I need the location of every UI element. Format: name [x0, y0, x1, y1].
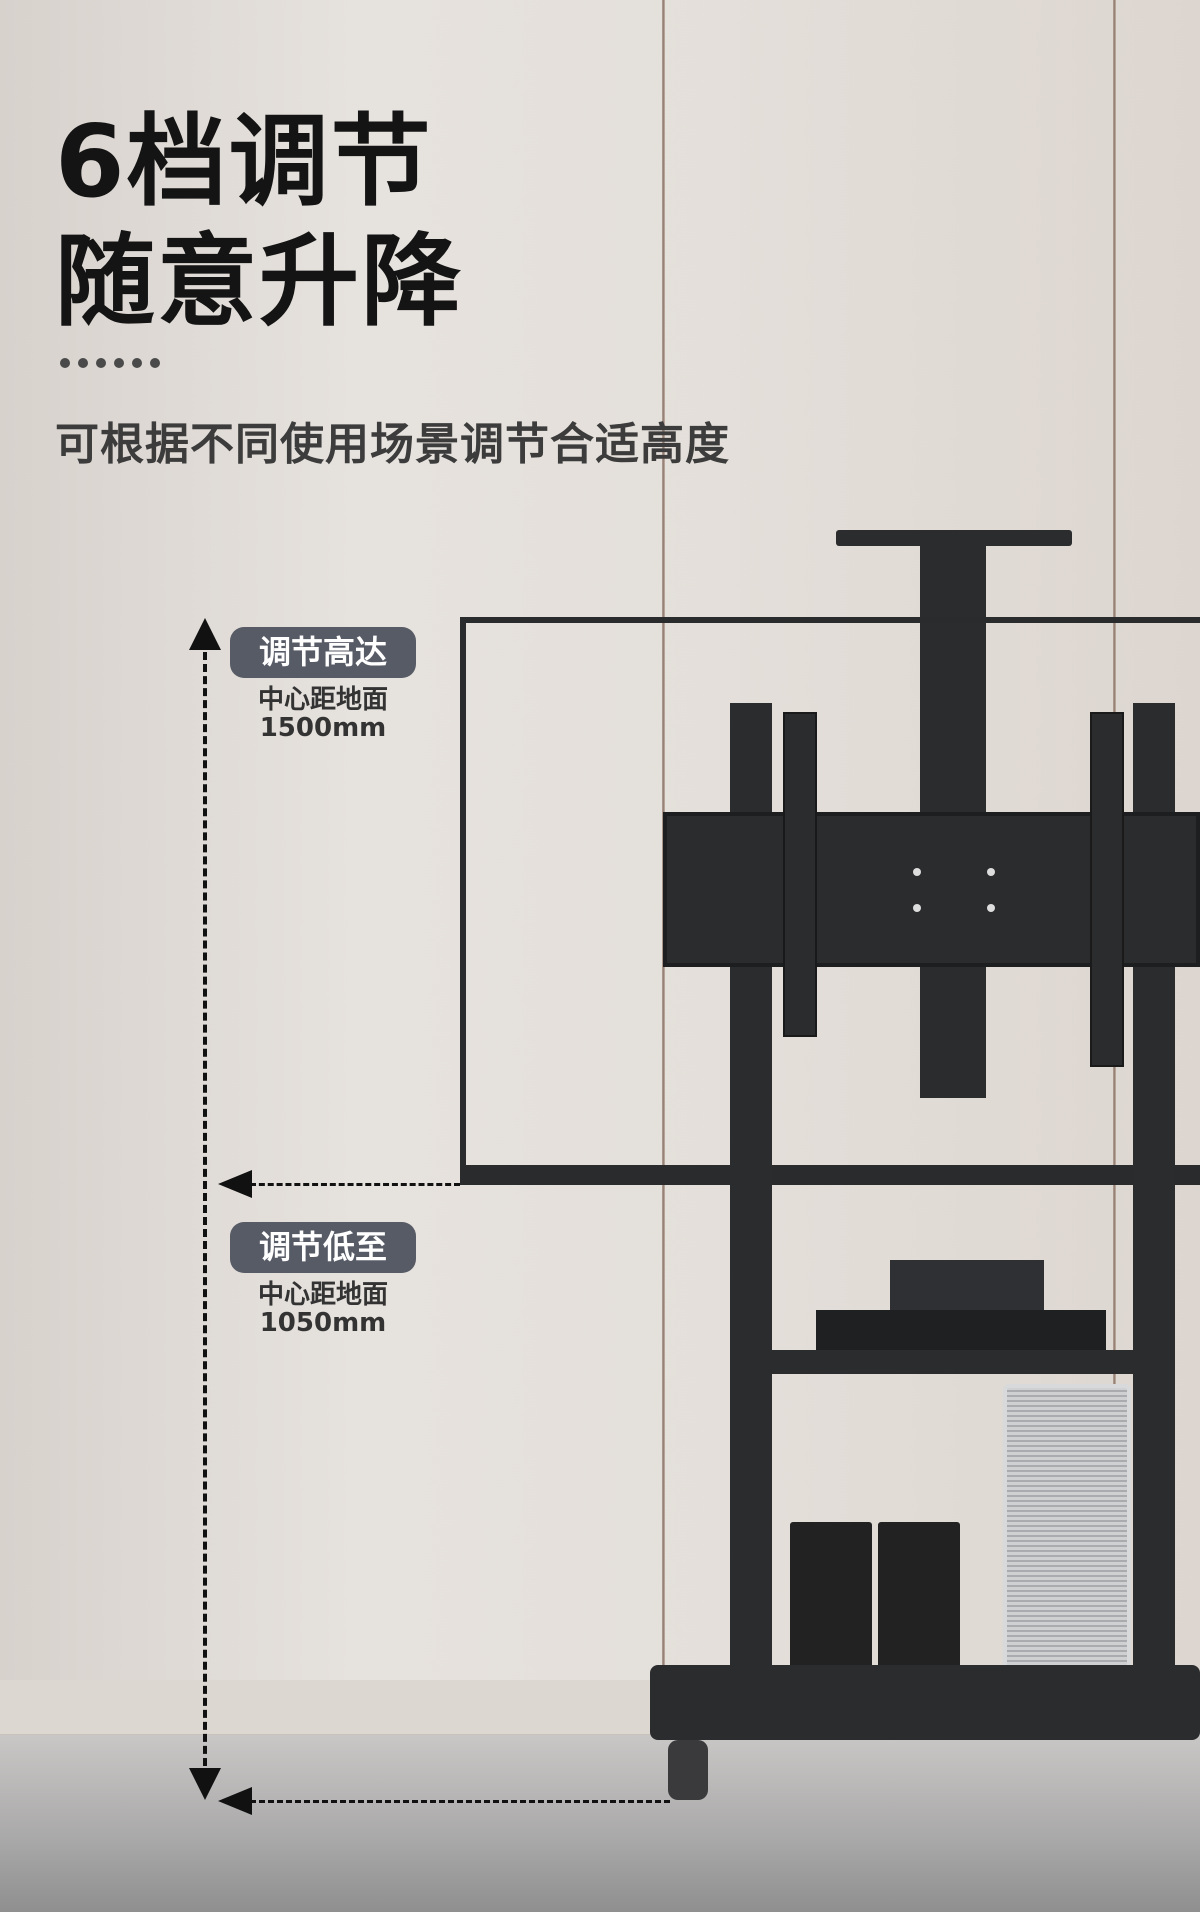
max-height-label: 中心距地面	[257, 685, 388, 715]
max-height-badge: 调节高达	[230, 627, 416, 678]
pc-tower	[1003, 1384, 1131, 1694]
min-height-label: 中心距地面	[257, 1280, 388, 1310]
min-height-badge: 调节低至	[230, 1222, 416, 1273]
headline-line2: 随意升降	[55, 223, 463, 340]
stand-base	[650, 1665, 1200, 1740]
decorative-dots	[60, 358, 160, 368]
mount-bracket-left	[783, 712, 817, 1037]
media-player	[816, 1310, 1106, 1350]
headline-line1: 6档调节	[55, 103, 433, 220]
camera-shelf	[836, 530, 1072, 546]
center-speaker	[890, 1260, 1044, 1310]
floor-guide-line	[250, 1800, 670, 1803]
media-shelf	[772, 1350, 1137, 1374]
mount-bracket-right	[1090, 712, 1124, 1067]
tv-frame	[460, 617, 1200, 1185]
arrow-left-icon	[218, 1787, 252, 1815]
floor	[0, 1735, 1200, 1912]
arrow-up-icon	[189, 618, 221, 650]
max-height-value: 1500mm	[259, 713, 387, 743]
speaker-left	[790, 1522, 872, 1692]
min-height-value: 1050mm	[259, 1308, 387, 1338]
caster-wheel	[668, 1740, 708, 1800]
speaker-right	[878, 1522, 960, 1692]
height-dimension-line	[203, 640, 207, 1790]
arrow-left-icon	[218, 1170, 252, 1198]
arrow-down-icon	[189, 1768, 221, 1800]
min-height-guide-line	[250, 1183, 460, 1186]
subtitle: 可根据不同使用场景调节合适高度	[55, 419, 730, 470]
